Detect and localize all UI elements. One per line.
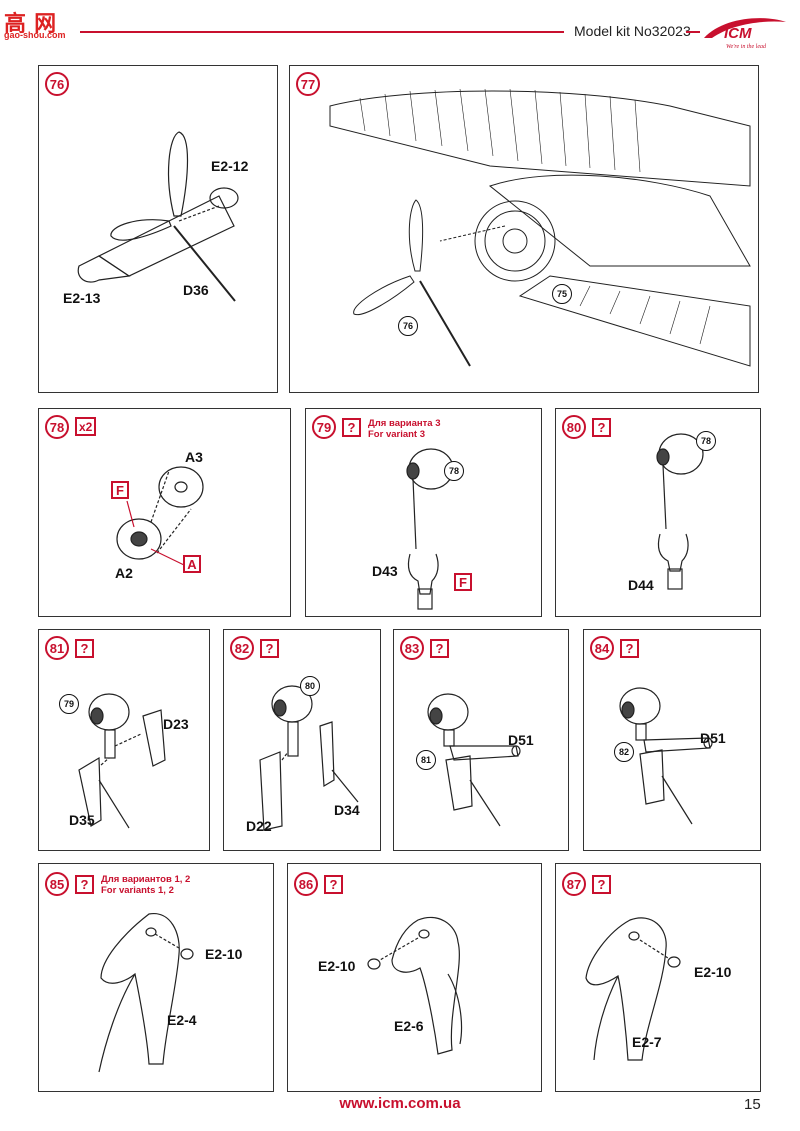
- propeller-assembly-drawing: [77, 131, 239, 302]
- part-label: D23: [163, 716, 189, 732]
- leg-assembly-drawing: [259, 685, 359, 831]
- part-label: A3: [185, 449, 203, 465]
- step-ref: 80: [300, 676, 320, 696]
- step-number: 78: [45, 415, 69, 439]
- variant-note-en: For variant 3: [368, 429, 426, 440]
- part-label: A2: [115, 565, 133, 581]
- header-rule-right: [686, 31, 700, 33]
- step-number: 86: [294, 872, 318, 896]
- variant-question-badge: ?: [592, 875, 611, 894]
- part-label: D43: [372, 563, 398, 579]
- watermark-sub: gao-shou.com: [4, 30, 66, 40]
- step-80-panel: 80 ? 78 D44: [555, 408, 761, 617]
- axle-assembly-drawing: [619, 687, 713, 825]
- part-label: D51: [508, 732, 534, 748]
- logo-tagline: We're in the lead: [726, 44, 767, 50]
- leg-assembly-drawing: [78, 693, 166, 829]
- step-number: 85: [45, 872, 69, 896]
- glue-marker: F: [111, 481, 129, 499]
- step-number: 80: [562, 415, 586, 439]
- step-84-panel: 84 ? D51 82: [583, 629, 761, 851]
- step-number: 81: [45, 636, 69, 660]
- fairing-drawing: [98, 913, 194, 1073]
- step-ref: 78: [696, 431, 716, 451]
- step-79-panel: 79 ? Для варианта 3 For variant 3 78 D43…: [305, 408, 542, 617]
- variant-note-ru: Для варианта 3: [368, 418, 441, 429]
- step-ref: 76: [398, 316, 418, 336]
- variant-question-badge: ?: [620, 639, 639, 658]
- glue-marker: A: [183, 555, 201, 573]
- part-label: E2-4: [167, 1012, 197, 1028]
- part-label: D22: [246, 818, 272, 834]
- variant-note-en: For variants 1, 2: [101, 885, 174, 896]
- variant-question-badge: ?: [260, 639, 279, 658]
- part-label: E2-13: [63, 290, 101, 306]
- icm-logo: ICM We're in the lead: [702, 16, 788, 50]
- step-85-panel: 85 ? Для вариантов 1, 2 For variants 1, …: [38, 863, 274, 1092]
- logo-text: ICM: [724, 25, 752, 42]
- variant-question-badge: ?: [75, 875, 94, 894]
- part-label: D36: [183, 282, 209, 298]
- part-label: E2-6: [394, 1018, 424, 1034]
- footer-url[interactable]: www.icm.com.ua: [339, 1095, 461, 1112]
- step-number: 76: [45, 72, 69, 96]
- aircraft-drawing: [329, 88, 751, 367]
- step-76-panel: 76 E2-12 E2-13 D36: [38, 65, 278, 393]
- variant-question-badge: ?: [75, 639, 94, 658]
- step-82-panel: 82 ? 80 D34 D22: [223, 629, 381, 851]
- step-number: 83: [400, 636, 424, 660]
- quantity-badge: x2: [75, 417, 97, 436]
- kit-number: Model kit No32023: [574, 23, 691, 39]
- step-81-panel: 81 ? 79 D23 D35: [38, 629, 210, 851]
- step-83-panel: 83 ? D51 81: [393, 629, 569, 851]
- wheel-assembly-drawing: [116, 466, 204, 566]
- variant-note-ru: Для вариантов 1, 2: [101, 874, 191, 885]
- step-number: 82: [230, 636, 254, 660]
- part-label: E2-10: [205, 946, 243, 962]
- part-label: D35: [69, 812, 95, 828]
- step-ref: 78: [444, 461, 464, 481]
- part-label: E2-12: [211, 158, 249, 174]
- variant-question-badge: ?: [430, 639, 449, 658]
- step-number: 87: [562, 872, 586, 896]
- fairing-drawing: [585, 917, 681, 1061]
- strut-assembly-drawing: [406, 448, 454, 610]
- step-number: 79: [312, 415, 336, 439]
- part-label: D51: [700, 730, 726, 746]
- part-label: E2-10: [318, 958, 356, 974]
- glue-marker: F: [454, 573, 472, 591]
- part-label: D44: [628, 577, 654, 593]
- page-number: 15: [744, 1096, 761, 1113]
- step-86-panel: 86 ? E2-10 E2-6: [287, 863, 542, 1092]
- step-ref: 75: [552, 284, 572, 304]
- part-label: E2-7: [632, 1034, 662, 1050]
- variant-question-badge: ?: [342, 418, 361, 437]
- watermark: 高 网: [4, 11, 58, 36]
- part-label: E2-10: [694, 964, 732, 980]
- variant-question-badge: ?: [324, 875, 343, 894]
- step-number: 84: [590, 636, 614, 660]
- strut-assembly-drawing: [656, 433, 704, 590]
- step-78-panel: 78 x2 A3 A2 F A: [38, 408, 291, 617]
- fairing-drawing: [367, 916, 463, 1055]
- step-ref: 81: [416, 750, 436, 770]
- header-rule: [80, 31, 564, 33]
- part-label: D34: [334, 802, 360, 818]
- variant-question-badge: ?: [592, 418, 611, 437]
- axle-assembly-drawing: [427, 693, 521, 827]
- step-87-panel: 87 ? E2-10 E2-7: [555, 863, 761, 1092]
- step-ref: 82: [614, 742, 634, 762]
- step-ref: 79: [59, 694, 79, 714]
- step-number: 77: [296, 72, 320, 96]
- step-77-panel: 77 75 76: [289, 65, 759, 393]
